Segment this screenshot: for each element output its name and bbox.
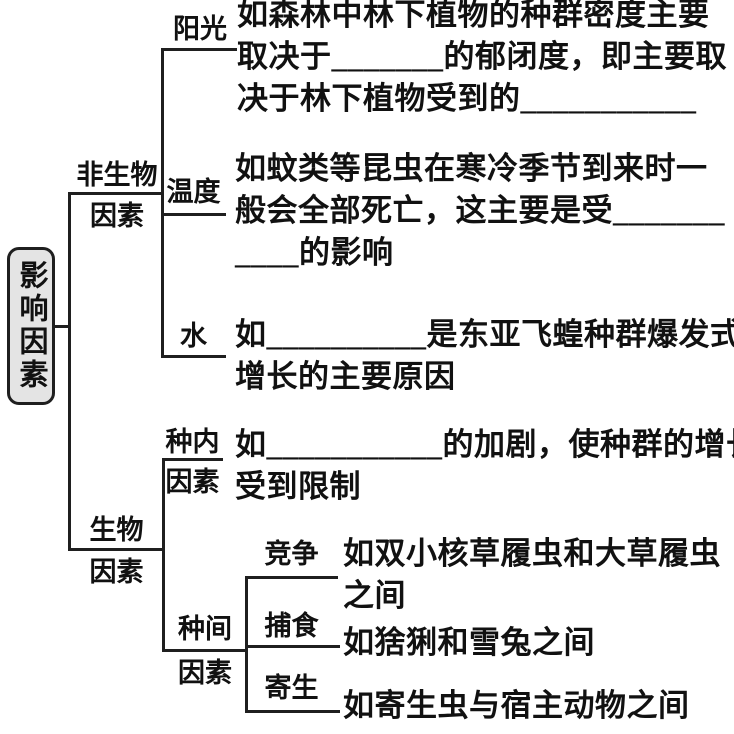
- node-interspecific-label-top: 种间: [178, 614, 232, 644]
- water-description-line: 增长的主要原因: [235, 359, 456, 394]
- competition-description-line: 如双小核草履虫和大草履虫: [343, 536, 721, 571]
- connector-abiotic-vertical: [161, 48, 164, 358]
- connector-interspecific-branch: [162, 649, 248, 652]
- connector-sunlight-branch: [161, 48, 237, 51]
- intraspecific-description: 如___________的加剧，使种群的增长 受到限制: [235, 424, 734, 508]
- predation-description: 如猞猁和雪兔之间: [343, 622, 595, 664]
- temperature-description: 如蚊类等昆虫在寒冷季节到来时一 般会全部死亡，这主要是受_______ ____…: [235, 148, 725, 274]
- water-description-line: 如__________是东亚飞蝗种群爆发式: [235, 317, 734, 352]
- root-node-influencing-factors: 影响因素: [7, 247, 55, 405]
- node-biotic-label-bottom: 因素: [89, 557, 144, 587]
- node-temperature-label: 温度: [166, 177, 221, 207]
- connector-parasitism-branch: [245, 710, 340, 713]
- node-competition-label: 竞争: [264, 539, 319, 569]
- predation-description-line: 如猞猁和雪兔之间: [343, 625, 595, 660]
- node-predation-label: 捕食: [264, 611, 319, 641]
- node-water-label: 水: [180, 321, 207, 351]
- connector-interspecific-vertical: [245, 576, 248, 713]
- node-intraspecific-label-top: 种内: [165, 427, 220, 457]
- connector-abiotic-branch: [68, 192, 164, 195]
- competition-description: 如双小核草履虫和大草履虫 之间: [343, 533, 721, 617]
- intraspecific-description-line: 如___________的加剧，使种群的增长: [235, 427, 734, 462]
- connector-competition-branch: [245, 576, 338, 579]
- connector-root: [53, 325, 70, 328]
- node-interspecific-label-bottom: 因素: [178, 658, 232, 688]
- connector-water-branch: [161, 355, 226, 358]
- sunlight-description-line: 取决于_______的郁闭度，即主要取: [237, 39, 727, 74]
- water-description: 如__________是东亚飞蝗种群爆发式 增长的主要原因: [235, 314, 734, 398]
- connector-level1-vertical: [68, 192, 71, 551]
- connector-biotic-branch: [68, 548, 165, 551]
- sunlight-description-line: 决于林下植物受到的___________: [237, 81, 697, 116]
- competition-description-line: 之间: [343, 578, 406, 613]
- node-abiotic-label-bottom: 因素: [90, 201, 144, 231]
- temperature-description-line: ____的影响: [235, 235, 394, 270]
- parasitism-description-line: 如寄生虫与宿主动物之间: [343, 688, 690, 723]
- sunlight-description-line: 如森林中林下植物的种群密度主要: [237, 0, 710, 32]
- connector-biotic-vertical: [162, 458, 165, 652]
- sunlight-description: 如森林中林下植物的种群密度主要 取决于_______的郁闭度，即主要取 决于林下…: [237, 0, 727, 120]
- connector-intraspecific-branch: [162, 458, 223, 461]
- node-abiotic-label-top: 非生物: [76, 160, 158, 190]
- node-intraspecific-label-bottom: 因素: [165, 467, 220, 497]
- intraspecific-description-line: 受到限制: [235, 469, 361, 504]
- temperature-description-line: 般会全部死亡，这主要是受_______: [235, 193, 725, 228]
- node-parasitism-label: 寄生: [264, 673, 319, 703]
- parasitism-description: 如寄生虫与宿主动物之间: [343, 685, 690, 727]
- connector-temperature-branch: [161, 213, 226, 216]
- temperature-description-line: 如蚊类等昆虫在寒冷季节到来时一: [235, 151, 708, 186]
- node-sunlight-label: 阳光: [173, 14, 227, 44]
- node-biotic-label-top: 生物: [89, 515, 144, 545]
- connector-predation-branch: [245, 645, 340, 648]
- root-label: 影响因素: [15, 260, 47, 392]
